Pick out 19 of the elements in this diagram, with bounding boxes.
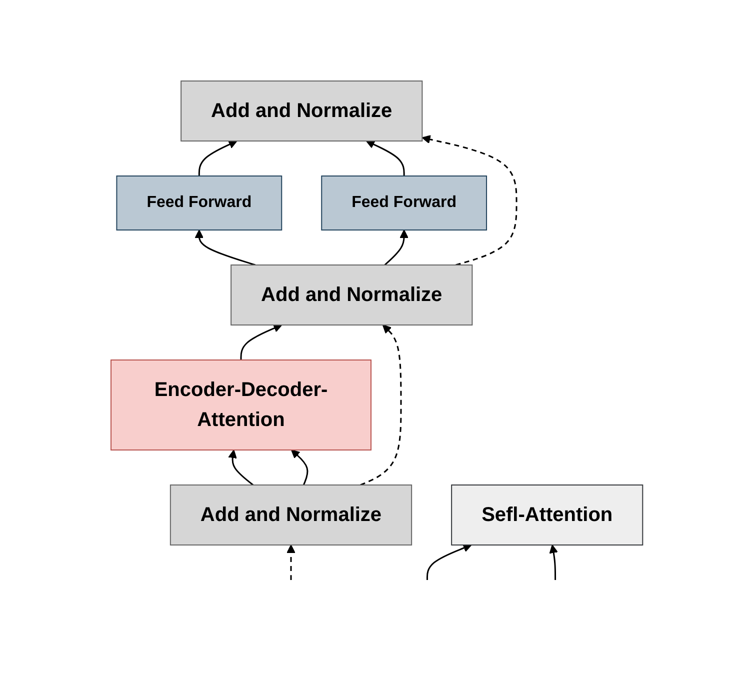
node-box: Add and Normalize	[170, 484, 412, 546]
node-box: Sefl-Attention	[450, 484, 643, 546]
arrow	[286, 544, 296, 580]
node-box: Add and Normalize	[230, 264, 472, 326]
arrow	[228, 450, 254, 486]
arrow	[366, 140, 404, 176]
node-box: Feed Forward	[320, 176, 487, 230]
arrow	[198, 140, 237, 176]
arrow	[384, 230, 408, 266]
arrow	[360, 324, 402, 486]
arrow	[240, 324, 282, 360]
node-box: Add and Normalize	[180, 80, 422, 142]
node-box: Encoder-Decoder-Attention	[110, 360, 372, 450]
node-box: Feed Forward	[116, 176, 282, 230]
arrow	[290, 450, 308, 486]
arrow	[194, 230, 256, 266]
arrow	[421, 135, 517, 266]
arrow	[426, 544, 472, 580]
arrow	[548, 544, 558, 580]
